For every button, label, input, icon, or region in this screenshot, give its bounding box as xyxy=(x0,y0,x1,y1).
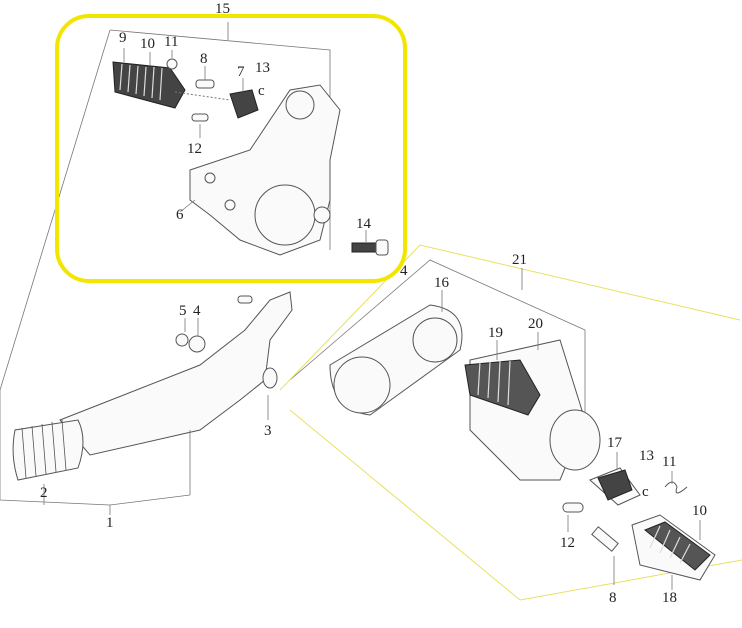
label-5: 5 xyxy=(179,303,187,319)
label-14: 14 xyxy=(356,216,372,232)
label-15: 15 xyxy=(215,1,230,17)
svg-text:c: c xyxy=(258,83,265,99)
label-18: 18 xyxy=(662,590,677,606)
footpeg-18 xyxy=(631,514,716,590)
label-12: 12 xyxy=(187,141,202,157)
label-16: 16 xyxy=(434,275,450,291)
label-12b: 12 xyxy=(560,535,575,551)
highlight-box xyxy=(55,14,407,283)
footpeg-9 xyxy=(112,48,186,109)
linkage-16 xyxy=(329,290,463,416)
label-9: 9 xyxy=(119,30,127,46)
label-8b: 8 xyxy=(609,590,617,606)
brake-pedal-lever xyxy=(12,291,293,515)
label-4-partial: 4 xyxy=(400,263,408,279)
label-11b: 11 xyxy=(662,454,676,470)
label-19: 19 xyxy=(488,325,503,341)
label-8: 8 xyxy=(200,51,208,67)
label-13b: 13 xyxy=(639,448,654,464)
label-7: 7 xyxy=(237,64,245,80)
label-1: 1 xyxy=(106,515,114,531)
label-4: 4 xyxy=(193,303,201,319)
label-3: 3 xyxy=(264,423,272,439)
bracket-6 xyxy=(179,84,341,256)
bolt-14 xyxy=(351,230,389,256)
label-10: 10 xyxy=(140,36,155,52)
part-labels: 15 9 10 11 8 7 13 12 6 14 4 5 4 3 2 1 16… xyxy=(40,1,707,606)
label-13: 13 xyxy=(255,60,270,76)
pivot-parts: c xyxy=(174,66,265,138)
label-2: 2 xyxy=(40,485,48,501)
label-6: 6 xyxy=(176,207,184,223)
label-11: 11 xyxy=(164,34,178,50)
label-10b: 10 xyxy=(692,503,707,519)
footpeg-19 xyxy=(464,340,541,416)
bracket-20 xyxy=(469,332,601,481)
svg-text:c: c xyxy=(642,484,649,500)
right-assembly-outline xyxy=(279,244,742,601)
label-20: 20 xyxy=(528,316,543,332)
label-21: 21 xyxy=(512,252,527,268)
label-17: 17 xyxy=(607,435,623,451)
pivot-17: c xyxy=(562,452,688,585)
